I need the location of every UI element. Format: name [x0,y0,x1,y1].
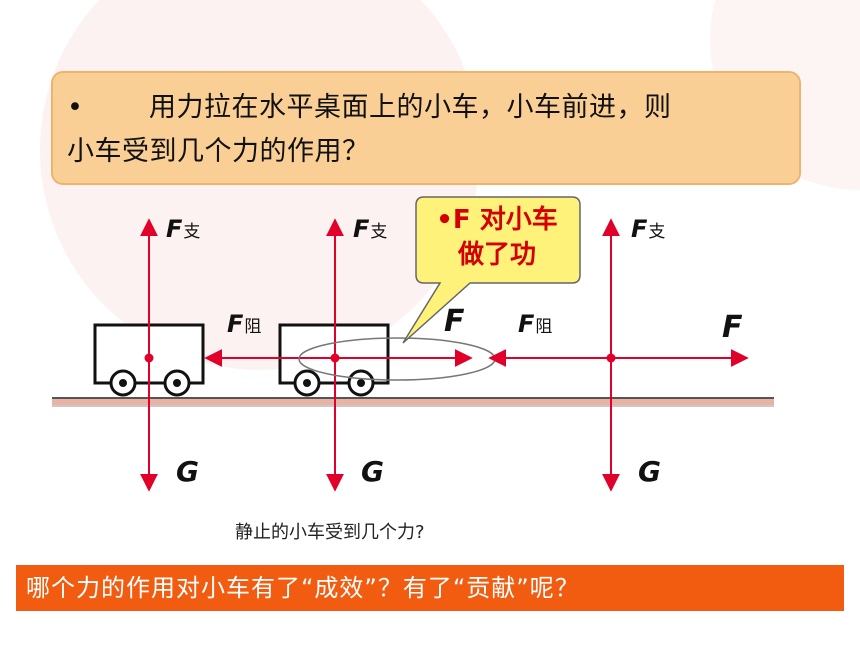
cart-wheel-right-hub [173,379,181,387]
note-text: 静止的小车受到几个力? [235,522,425,543]
question-box: • 用力拉在水平桌面上的小车，小车前进，则 小车受到几个力的作用？ [51,71,801,185]
label-pull-2: F [444,304,465,339]
force-point-3 [606,353,616,363]
callout-text: •F 对小车 做了功 [414,203,580,273]
force-point-2 [330,353,340,363]
cart-wheel-right-hub [357,379,365,387]
label-resist-3: F阻 [518,310,553,338]
callout-line-1: •F 对小车 [436,205,558,235]
question-bullet: • [67,92,84,123]
callout-bubble [402,196,581,344]
label-gravity-1: G [176,455,199,488]
label-pull-3: F [722,310,743,345]
label-gravity-3: G [638,455,661,488]
label-gravity-2: G [361,455,384,488]
label-support-2: F支 [353,215,388,243]
question-text: • 用力拉在水平桌面上的小车，小车前进，则 小车受到几个力的作用？ [67,86,792,174]
cart-wheel-left-hub [119,379,127,387]
question-line-2: 小车受到几个力的作用？ [67,136,370,167]
force-point-1 [144,353,154,363]
banner-text: 哪个力的作用对小车有了“成效”？有了“贡献”呢？ [26,574,580,602]
question-line-1: 用力拉在水平桌面上的小车，小车前进，则 [149,92,672,123]
bottom-banner: 哪个力的作用对小车有了“成效”？有了“贡献”呢？ [16,565,844,611]
cart-wheel-left-hub [303,379,311,387]
callout-line-2: 做了功 [457,240,536,270]
label-support-1: F支 [166,215,201,243]
label-support-3: F支 [631,215,666,243]
label-resist-2: F阻 [227,310,262,338]
table-surface [52,397,774,405]
